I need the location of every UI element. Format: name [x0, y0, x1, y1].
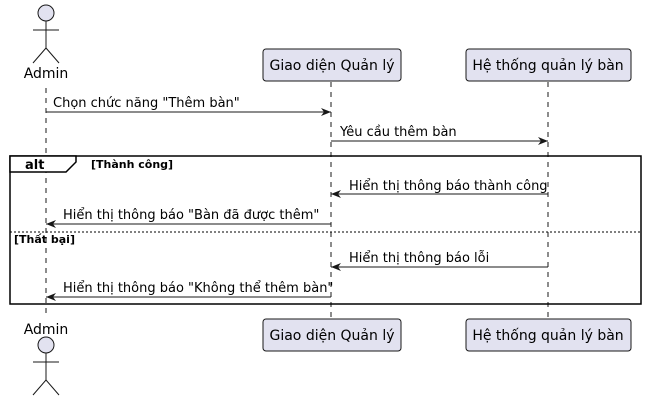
participant-box-ui-bottom: [262, 318, 402, 352]
participant-system-bottom: Hệ thống quản lý bàn: [472, 327, 623, 344]
alt-guard-failure: [Thất bại]: [14, 233, 75, 246]
participant-ui-top: Giao diện Quản lý: [269, 58, 394, 74]
actor-icon: [32, 336, 60, 396]
alt-tab: [9, 155, 77, 173]
actor-icon: [32, 4, 60, 64]
message-label: Hiển thị thông báo "Không thể thêm bàn": [63, 281, 333, 296]
participant-box-ui-top: [262, 48, 402, 82]
message-label: Hiển thị thông báo "Bàn đã được thêm": [63, 208, 319, 223]
participant-box-system-bottom: [465, 318, 632, 352]
alt-keyword: alt: [25, 158, 44, 173]
message-label: Hiển thị thông báo thành công: [349, 179, 548, 194]
message-label: Yêu cầu thêm bàn: [339, 125, 457, 140]
participant-system-top: Hệ thống quản lý bàn: [472, 57, 623, 74]
participant-box-system-top: [465, 48, 632, 82]
alt-guard-success: [Thành công]: [91, 158, 173, 171]
message-label: Chọn chức năng "Thêm bàn": [53, 96, 240, 111]
participant-admin-top: Admin: [24, 66, 69, 82]
alt-fragment: [9, 155, 642, 305]
message-label: Hiển thị thông báo lỗi: [349, 251, 489, 266]
participant-ui-bottom: Giao diện Quản lý: [269, 328, 394, 344]
participant-admin-bottom: Admin: [24, 322, 69, 338]
